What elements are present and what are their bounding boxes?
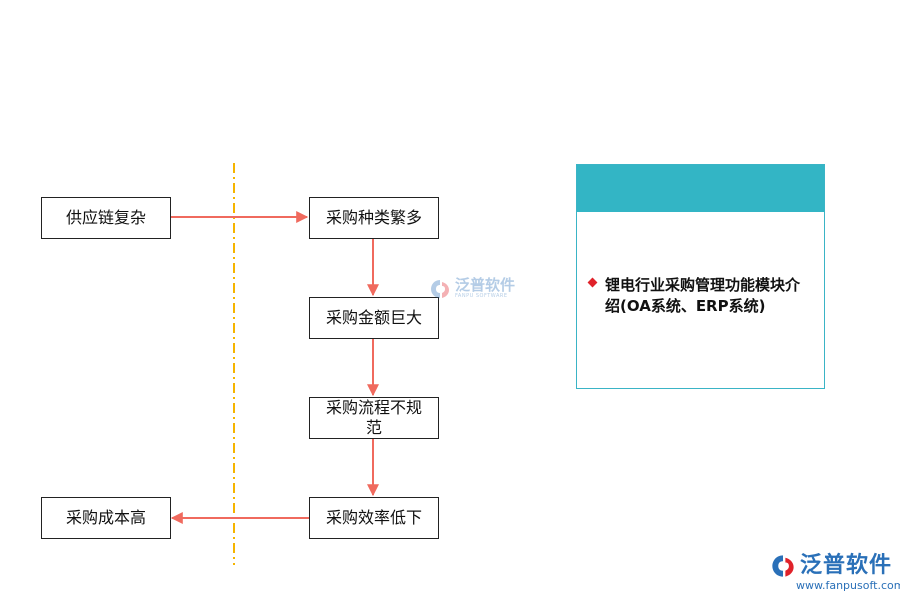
- node-huge-amount: 采购金额巨大: [309, 297, 439, 339]
- fanpu-logo-icon: [431, 279, 449, 298]
- node-high-cost: 采购成本高: [41, 497, 171, 539]
- node-supply-chain-complex: 供应链复杂: [41, 197, 171, 239]
- center-watermark: 泛普软件 FANPU SOFTWARE: [429, 277, 515, 300]
- node-label: 采购成本高: [65, 508, 146, 527]
- node-label: 采购效率低下: [325, 508, 422, 527]
- panel-body: 锂电行业采购管理功能模块介绍(OA系统、ERP系统): [587, 275, 814, 317]
- panel-bullet-text: 锂电行业采购管理功能模块介绍(OA系统、ERP系统): [605, 276, 801, 315]
- node-label: 采购种类繁多: [325, 208, 422, 227]
- watermark-brand-en: FANPU SOFTWARE: [455, 293, 508, 299]
- node-many-types: 采购种类繁多: [309, 197, 439, 239]
- corner-logo: 泛普软件 www.fanpusoft.com: [770, 553, 900, 592]
- node-low-efficiency: 采购效率低下: [309, 497, 439, 539]
- module-panel: 锂电行业采购管理功能模块介绍(OA系统、ERP系统): [576, 164, 825, 389]
- node-label: 供应链复杂: [65, 208, 146, 227]
- node-label: 采购流程不规范: [325, 398, 422, 437]
- node-label: 采购金额巨大: [325, 308, 422, 327]
- node-irregular-process: 采购流程不规范: [309, 397, 439, 439]
- fanpu-logo-icon: [772, 555, 794, 577]
- diamond-bullet-icon: [587, 277, 598, 288]
- corner-url: www.fanpusoft.com: [796, 579, 900, 592]
- panel-header: [577, 165, 824, 212]
- watermark-brand: 泛普软件: [455, 276, 516, 294]
- corner-brand: 泛普软件: [800, 553, 893, 578]
